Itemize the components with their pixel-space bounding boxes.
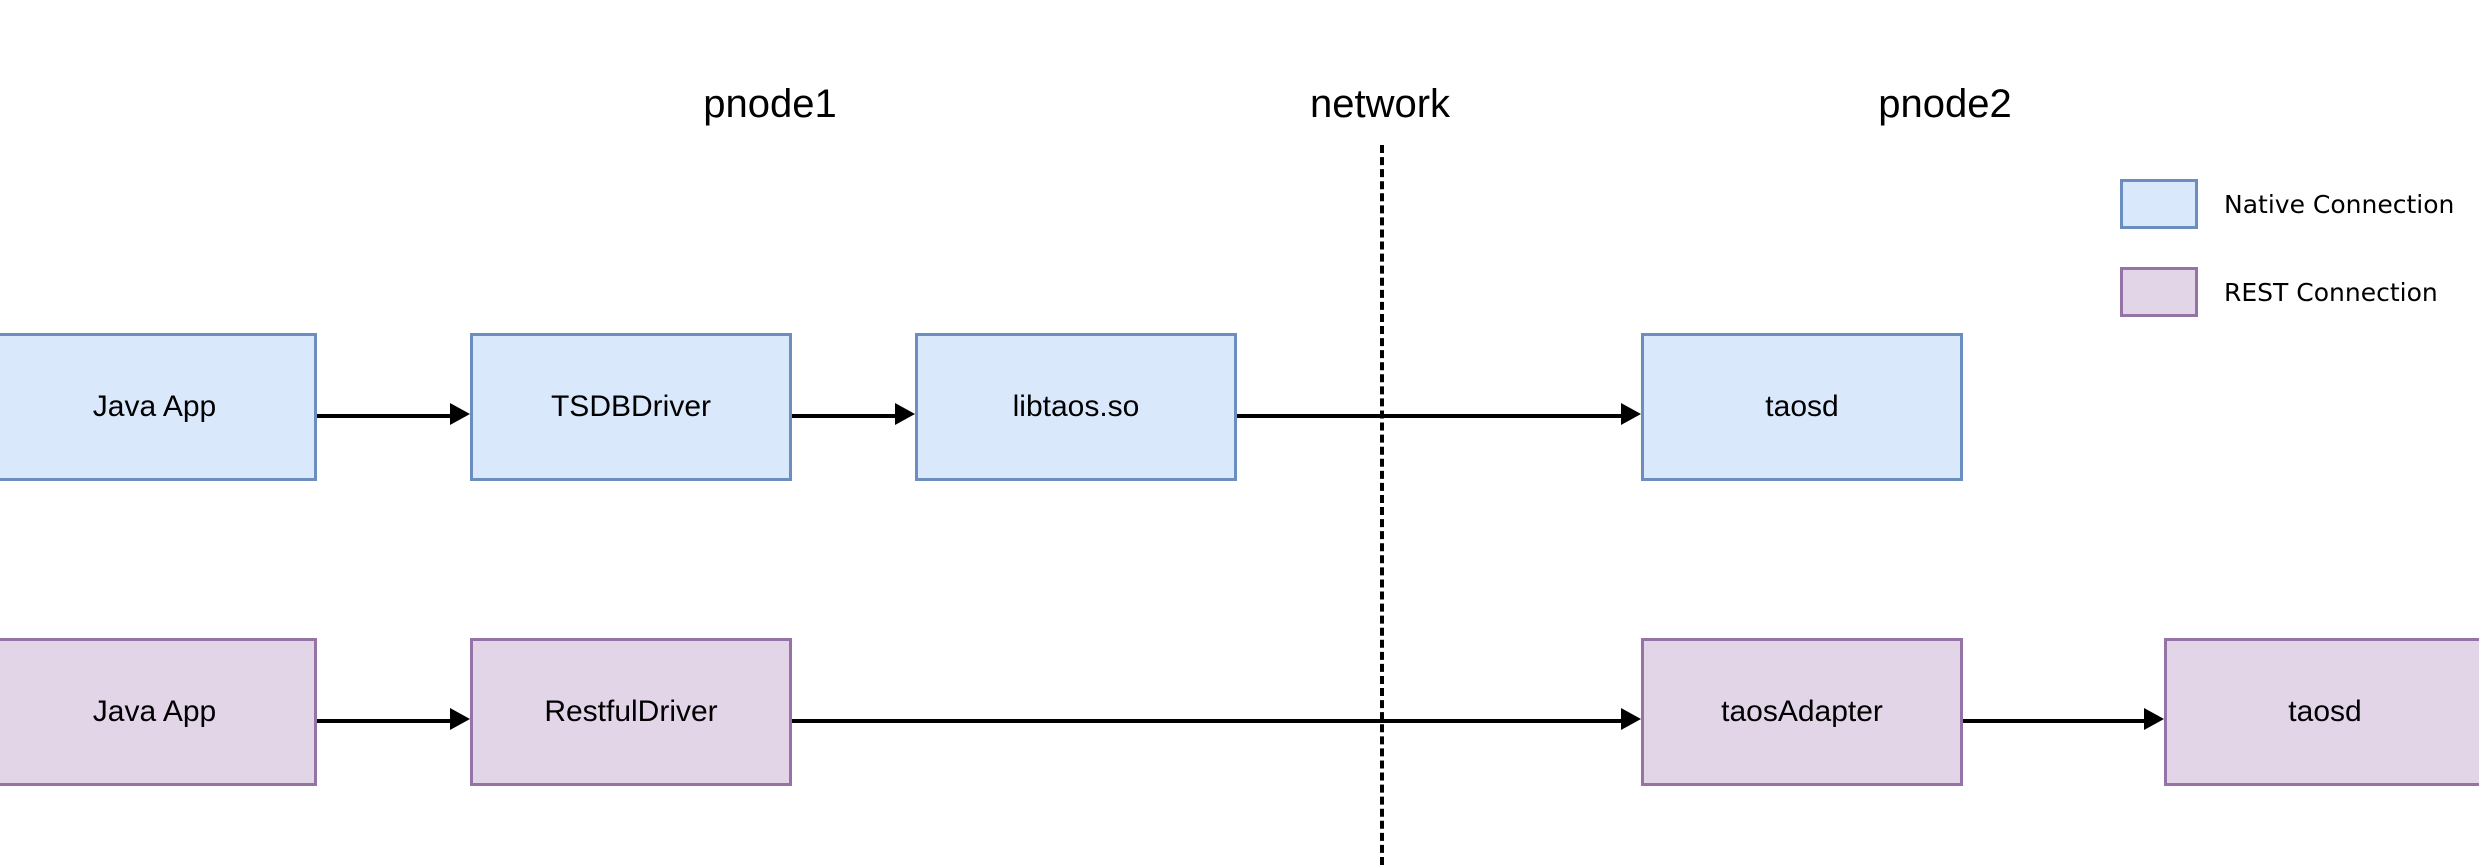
edge-libtaos-to-taosd: [1237, 414, 1621, 418]
arrowhead-icon: [450, 403, 470, 425]
legend-swatch-native-icon: [2120, 179, 2198, 229]
node-label: RestfulDriver: [544, 695, 718, 728]
arrowhead-icon: [1621, 403, 1641, 425]
legend-item-native: Native Connection: [2120, 178, 2454, 230]
node-java-app-rest[interactable]: Java App: [0, 638, 317, 786]
node-tsdbdriver[interactable]: TSDBDriver: [470, 333, 792, 481]
edge-javaapp-to-tsdbdriver: [317, 414, 450, 418]
node-label: taosAdapter: [1721, 695, 1883, 728]
edge-javaapp-to-restfuldriver: [317, 719, 450, 723]
node-label: taosd: [1765, 390, 1839, 423]
node-label: TSDBDriver: [550, 390, 711, 423]
network-boundary-dashed-line: [1380, 145, 1384, 865]
legend-item-rest: REST Connection: [2120, 266, 2454, 318]
node-label: Java App: [92, 695, 217, 728]
node-label: taosd: [2288, 695, 2362, 728]
edge-restfuldriver-to-taosadapter: [792, 719, 1621, 723]
node-label: Java App: [92, 390, 217, 423]
node-java-app-native[interactable]: Java App: [0, 333, 317, 481]
node-label: libtaos.so: [1012, 390, 1140, 423]
node-taosd-native[interactable]: taosd: [1641, 333, 1963, 481]
edge-taosadapter-to-taosd: [1963, 719, 2144, 723]
column-header-network: network: [1309, 82, 1451, 126]
legend-swatch-rest-icon: [2120, 267, 2198, 317]
arrowhead-icon: [2144, 708, 2164, 730]
edge-tsdbdriver-to-libtaos: [792, 414, 895, 418]
legend-label-rest: REST Connection: [2224, 277, 2438, 307]
column-header-pnode2: pnode2: [1878, 82, 2012, 126]
legend: Native Connection REST Connection: [2120, 178, 2454, 354]
legend-label-native: Native Connection: [2224, 189, 2455, 219]
arrowhead-icon: [450, 708, 470, 730]
node-libtaos-so[interactable]: libtaos.so: [915, 333, 1237, 481]
node-taosd-rest[interactable]: taosd: [2164, 638, 2479, 786]
node-restfuldriver[interactable]: RestfulDriver: [470, 638, 792, 786]
arrowhead-icon: [895, 403, 915, 425]
arrowhead-icon: [1621, 708, 1641, 730]
column-header-pnode1: pnode1: [703, 82, 837, 126]
node-taosadapter[interactable]: taosAdapter: [1641, 638, 1963, 786]
